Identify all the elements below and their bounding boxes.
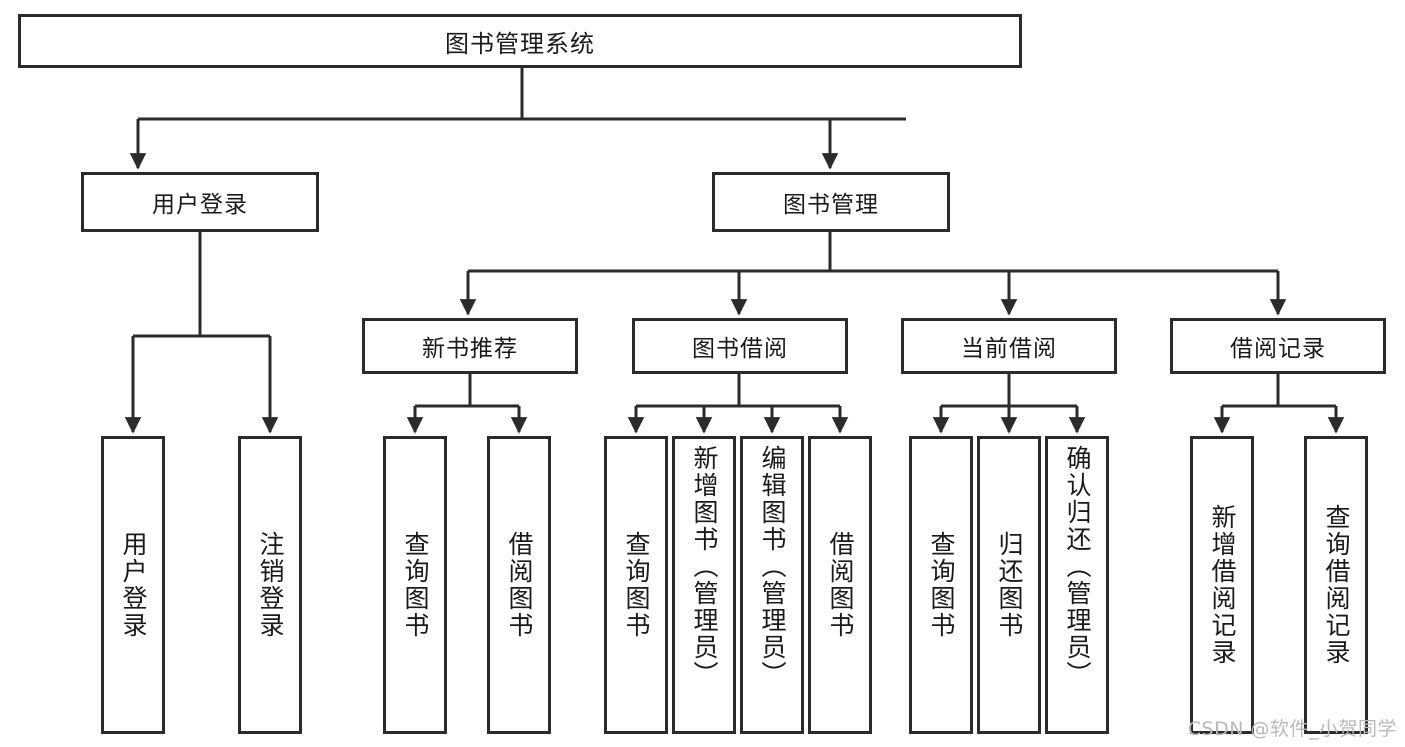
leaf-current-borrow-confirm-label: 确认归还（管理员） xyxy=(1063,445,1092,688)
leaf-current-borrow-confirm[interactable]: 确认归还（管理员） xyxy=(1045,436,1109,734)
leaf-book-borrow-edit[interactable]: 编辑图书（管理员） xyxy=(740,436,804,734)
leaf-user-login-signin-label: 用户登录 xyxy=(119,531,148,639)
leaf-new-book-query[interactable]: 查询图书 xyxy=(383,436,447,734)
node-user-login-label: 用户登录 xyxy=(152,192,248,218)
leaf-borrow-record-query-label: 查询借阅记录 xyxy=(1322,504,1351,666)
node-book-borrow[interactable]: 图书借阅 xyxy=(632,318,848,374)
leaf-new-book-borrow-label: 借阅图书 xyxy=(505,531,534,639)
node-borrow-record-label: 借阅记录 xyxy=(1230,336,1326,362)
leaf-borrow-record-add-label: 新增借阅记录 xyxy=(1208,504,1237,666)
node-book-management-label: 图书管理 xyxy=(783,192,879,218)
leaf-book-borrow-query[interactable]: 查询图书 xyxy=(604,436,668,734)
leaf-user-login-signout[interactable]: 注销登录 xyxy=(238,436,302,734)
leaf-current-borrow-query[interactable]: 查询图书 xyxy=(909,436,973,734)
node-root-system[interactable]: 图书管理系统 xyxy=(18,14,1022,68)
leaf-user-login-signout-label: 注销登录 xyxy=(256,531,285,639)
leaf-book-borrow-edit-label: 编辑图书（管理员） xyxy=(758,445,787,688)
node-book-borrow-label: 图书借阅 xyxy=(692,336,788,362)
leaf-book-borrow-query-label: 查询图书 xyxy=(622,531,651,639)
leaf-borrow-record-add[interactable]: 新增借阅记录 xyxy=(1190,436,1254,734)
leaf-book-borrow-add-label: 新增图书（管理员） xyxy=(690,445,719,688)
node-current-borrow-label: 当前借阅 xyxy=(961,336,1057,362)
leaf-book-borrow-borrow-label: 借阅图书 xyxy=(826,531,855,639)
leaf-user-login-signin[interactable]: 用户登录 xyxy=(101,436,165,734)
leaf-current-borrow-query-label: 查询图书 xyxy=(927,531,956,639)
leaf-new-book-borrow[interactable]: 借阅图书 xyxy=(487,436,551,734)
leaf-book-borrow-borrow[interactable]: 借阅图书 xyxy=(808,436,872,734)
node-user-login[interactable]: 用户登录 xyxy=(81,172,319,232)
node-borrow-record[interactable]: 借阅记录 xyxy=(1170,318,1386,374)
node-root-system-label: 图书管理系统 xyxy=(445,29,595,58)
node-new-book-recommend[interactable]: 新书推荐 xyxy=(362,318,578,374)
leaf-new-book-query-label: 查询图书 xyxy=(401,531,430,639)
node-current-borrow[interactable]: 当前借阅 xyxy=(901,318,1117,374)
leaf-current-borrow-return[interactable]: 归还图书 xyxy=(977,436,1041,734)
leaf-current-borrow-return-label: 归还图书 xyxy=(995,531,1024,639)
node-book-management[interactable]: 图书管理 xyxy=(712,172,950,232)
csdn-watermark: CSDN @软件_小贺同学 xyxy=(1187,718,1397,740)
node-new-book-recommend-label: 新书推荐 xyxy=(422,336,518,362)
leaf-book-borrow-add[interactable]: 新增图书（管理员） xyxy=(672,436,736,734)
leaf-borrow-record-query[interactable]: 查询借阅记录 xyxy=(1304,436,1368,734)
